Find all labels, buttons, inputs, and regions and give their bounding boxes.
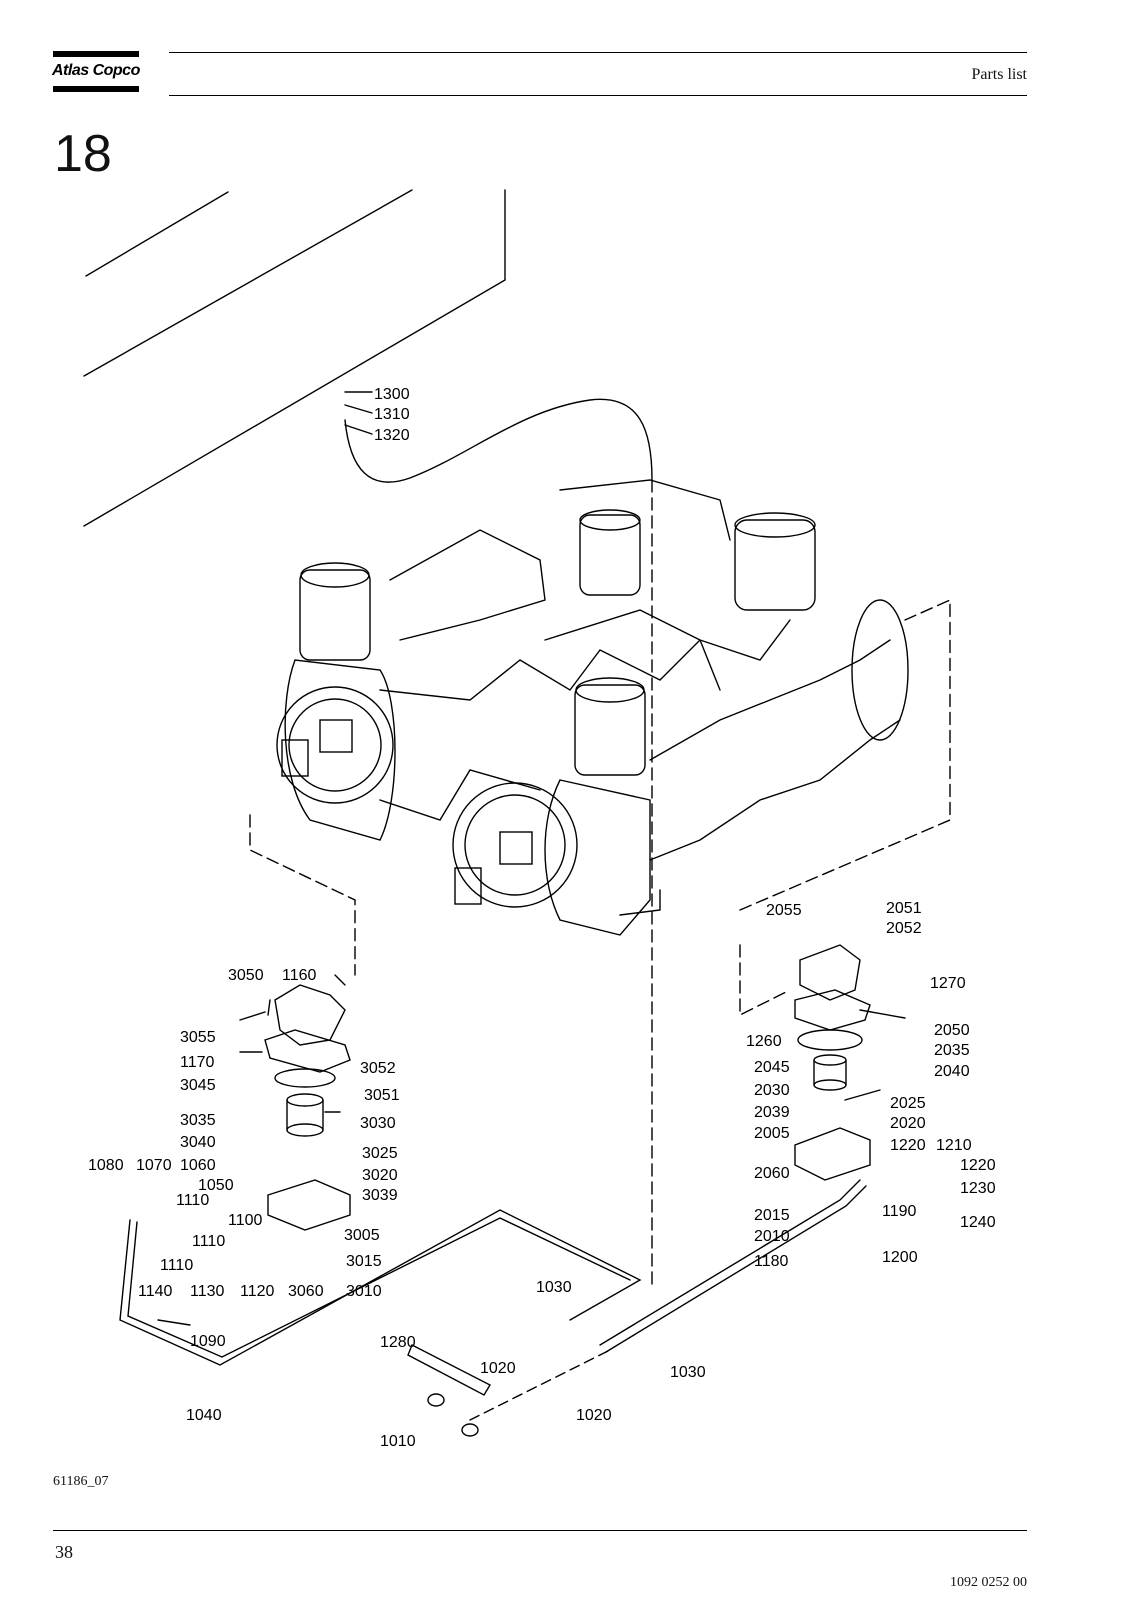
callout-labels: 1300 1310 1320 2055 2051 2052 1270 2050 … xyxy=(88,386,996,1450)
mount-right xyxy=(794,944,871,1181)
callout: 3055 xyxy=(180,1029,216,1046)
callout: 2039 xyxy=(754,1104,790,1121)
callout: 3050 xyxy=(228,967,264,984)
callout: 1170 xyxy=(180,1054,215,1071)
callout: 1120 xyxy=(240,1283,275,1300)
callout: 1140 xyxy=(138,1283,173,1300)
callout: 2035 xyxy=(934,1042,970,1059)
callout: 1240 xyxy=(960,1214,996,1231)
logo-bar-top xyxy=(53,51,139,57)
header-rule-bottom xyxy=(169,95,1027,96)
callout: 1190 xyxy=(882,1203,917,1220)
callout: 2052 xyxy=(886,920,922,937)
section-title: Parts list xyxy=(971,66,1027,83)
callout: 2060 xyxy=(754,1165,790,1182)
callout: 2040 xyxy=(934,1063,970,1080)
callout: 3015 xyxy=(346,1253,382,1270)
callout: 1060 xyxy=(180,1157,216,1174)
callout: 3035 xyxy=(180,1112,216,1129)
callout: 1220 xyxy=(960,1157,996,1174)
callout: 1050 xyxy=(198,1177,234,1194)
callout: 1220 xyxy=(890,1137,926,1154)
mount-left xyxy=(264,984,351,1231)
callout: 1260 xyxy=(746,1033,782,1050)
callout: 3030 xyxy=(360,1115,396,1132)
callout: 1030 xyxy=(536,1279,572,1296)
callout: 1180 xyxy=(754,1253,789,1270)
callout: 2045 xyxy=(754,1059,790,1076)
callout: 1040 xyxy=(186,1407,222,1424)
callout: 3052 xyxy=(360,1060,396,1077)
callout: 2015 xyxy=(754,1207,790,1224)
header-rule-top xyxy=(169,52,1027,53)
callout: 1020 xyxy=(576,1407,612,1424)
callout: 1030 xyxy=(670,1364,706,1381)
callout: 3060 xyxy=(288,1283,324,1300)
callout: 1210 xyxy=(936,1137,972,1154)
callout: 2030 xyxy=(754,1082,790,1099)
callout: 1200 xyxy=(882,1249,918,1266)
callout: 1320 xyxy=(374,427,410,444)
brand-logo: Atlas Copco xyxy=(52,62,140,79)
callout: 1010 xyxy=(380,1433,416,1450)
callout: 3045 xyxy=(180,1077,216,1094)
callout: 1160 xyxy=(282,967,317,984)
callout: 2010 xyxy=(754,1228,790,1245)
callout: 3005 xyxy=(344,1227,380,1244)
compressor-right xyxy=(452,479,909,936)
page-number: 38 xyxy=(55,1542,73,1562)
callout: 3051 xyxy=(364,1087,400,1104)
callout: 1100 xyxy=(228,1212,263,1229)
callout: 2005 xyxy=(754,1125,790,1142)
callout: 1090 xyxy=(190,1333,226,1350)
figure-code: 61186_07 xyxy=(53,1474,109,1489)
callout: 3025 xyxy=(362,1145,398,1162)
callout: 1070 xyxy=(136,1157,172,1174)
logo-bar-bottom xyxy=(53,86,139,92)
callout: 2020 xyxy=(890,1115,926,1132)
callout: 1280 xyxy=(380,1334,416,1351)
callout: 1310 xyxy=(374,406,410,423)
callout: 3039 xyxy=(362,1187,398,1204)
callout: 2055 xyxy=(766,902,802,919)
callout: 1020 xyxy=(480,1360,516,1377)
compressor-left xyxy=(276,529,791,841)
callout: 3020 xyxy=(362,1167,398,1184)
callout: 1110 xyxy=(176,1192,209,1209)
callout: 2051 xyxy=(886,900,922,917)
callout: 2050 xyxy=(934,1022,970,1039)
document-number: 1092 0252 00 xyxy=(950,1575,1027,1590)
callout: 1130 xyxy=(190,1283,225,1300)
footer-rule xyxy=(53,1530,1027,1531)
callout: 3040 xyxy=(180,1134,216,1151)
chapter-number: 18 xyxy=(54,125,112,183)
callout: 1080 xyxy=(88,1157,124,1174)
callout: 2025 xyxy=(890,1095,926,1112)
callout: 1270 xyxy=(930,975,966,992)
callout: 1230 xyxy=(960,1180,996,1197)
callout: 1110 xyxy=(160,1257,193,1274)
callout: 1110 xyxy=(192,1233,225,1250)
callout: 1300 xyxy=(374,386,410,403)
callout: 3010 xyxy=(346,1283,382,1300)
